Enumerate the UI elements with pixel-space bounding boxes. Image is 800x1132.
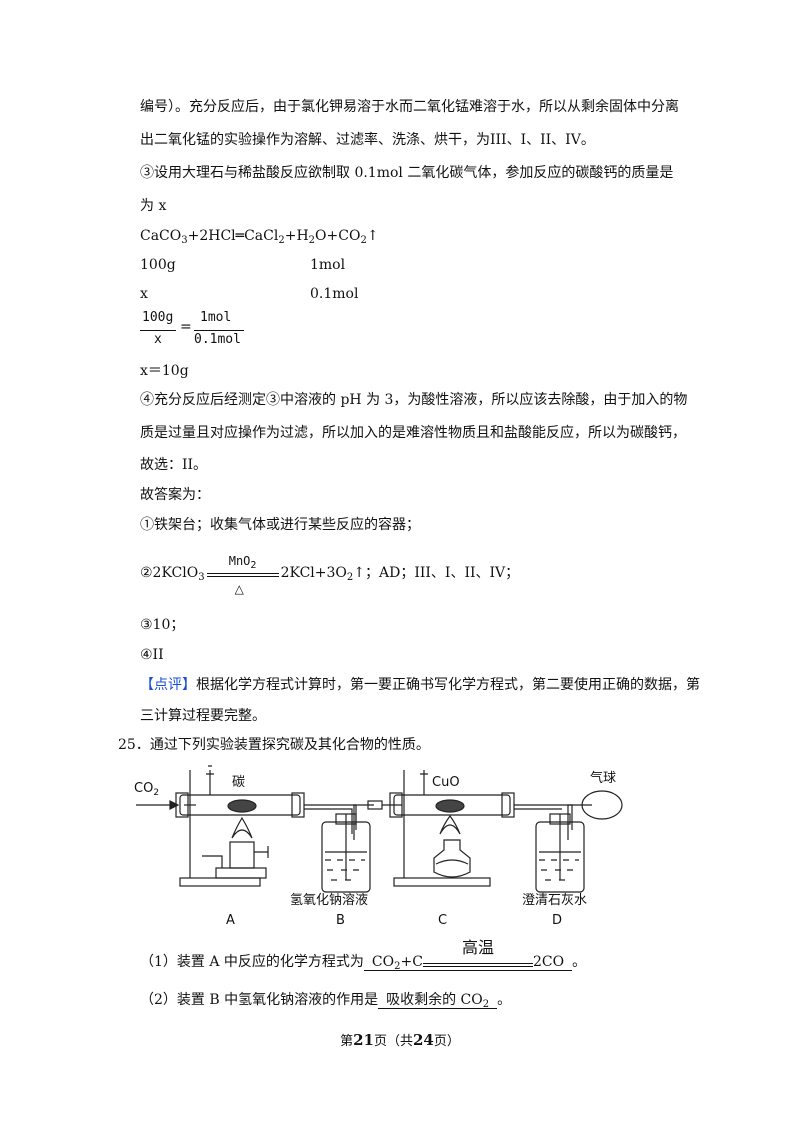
page-footer: 第21页（共24页） — [340, 1031, 460, 1049]
apparatus-diagram: CO2 碳 CuO — [134, 765, 623, 928]
flame-a — [231, 816, 253, 839]
ratio-row: 100g 1mol — [140, 257, 346, 273]
equation-caco3: CaCO3+2HCl═CaCl2+H2O+CO2↑ — [140, 228, 379, 246]
carbon-sample — [227, 799, 257, 813]
comment-tag: 【点评】 — [140, 677, 196, 693]
text-line: 编号）。充分反应后，由于氯化钾易溶于水而二氧化锰难溶于水，所以从剩余固体中分离 — [140, 99, 679, 115]
text-line: 为 x — [140, 198, 167, 214]
answer-blank-2: 吸收剩余的 CO2 — [378, 992, 498, 1010]
question-2: （2）装置 B 中氢氧化钠溶液的作用是吸收剩余的 CO2。 — [140, 992, 512, 1010]
text-line: 故答案为： — [140, 487, 210, 503]
naoh-label: 氢氧化钠溶液 — [290, 893, 368, 908]
stand-base-a — [179, 877, 261, 887]
text-line: ①铁架台；收集气体或进行某些反应的容器； — [140, 517, 420, 533]
question-title: 25．通过下列实验装置探究碳及其化合物的性质。 — [118, 737, 430, 753]
alcohol-lamp — [433, 839, 471, 878]
reaction-condition: MnO2△ — [205, 554, 281, 596]
co2-label: CO2 — [134, 781, 159, 798]
cuo-sample — [435, 799, 465, 813]
proportion-fraction: 100g x = 1mol 0.1mol — [140, 310, 260, 354]
flame-c — [439, 814, 461, 835]
text-line: ③设用大理石与稀盐酸反应欲制取 0.1mol 二氧化碳气体，参加反应的碳酸钙的质… — [140, 165, 674, 181]
text-line: 故选：II。 — [140, 457, 208, 473]
answer-3: ③10； — [140, 617, 185, 633]
label-d: D — [552, 913, 562, 928]
text-line: 质是过量且对应操作为过滤，所以加入的是难溶性物质且和盐酸能反应，所以为碳酸钙， — [140, 425, 686, 441]
ratio-row: x 0.1mol — [140, 286, 359, 302]
tube-c — [393, 794, 511, 816]
tube-a — [179, 794, 301, 816]
comment-line: 【点评】根据化学方程式计算时，第一要正确书写化学方程式，第二要使用正确的数据，第 — [140, 677, 700, 693]
result-line: x＝10g — [140, 363, 189, 379]
balloon-label: 气球 — [590, 770, 616, 786]
cuo-label: CuO — [432, 775, 460, 790]
stand-base-c — [393, 877, 491, 887]
balloon — [581, 790, 623, 820]
text-line: 出二氧化锰的实验操作为溶解、过滤率、洗涤、烘干，为III、I、II、IV。 — [140, 132, 595, 148]
label-a: A — [226, 913, 235, 928]
limewater-label: 澄清石灰水 — [522, 893, 587, 908]
text-line: ④充分反应后经测定③中溶液的 pH 为 3，为酸性溶液，所以应该去除酸，由于加入… — [140, 392, 688, 408]
label-c: C — [438, 913, 447, 928]
label-b: B — [336, 913, 345, 928]
reaction-condition: 高温 — [422, 938, 533, 972]
answer-4: ④II — [140, 647, 164, 663]
comment-line: 三计算过程要完整。 — [140, 708, 266, 724]
carbon-label: 碳 — [232, 775, 245, 790]
